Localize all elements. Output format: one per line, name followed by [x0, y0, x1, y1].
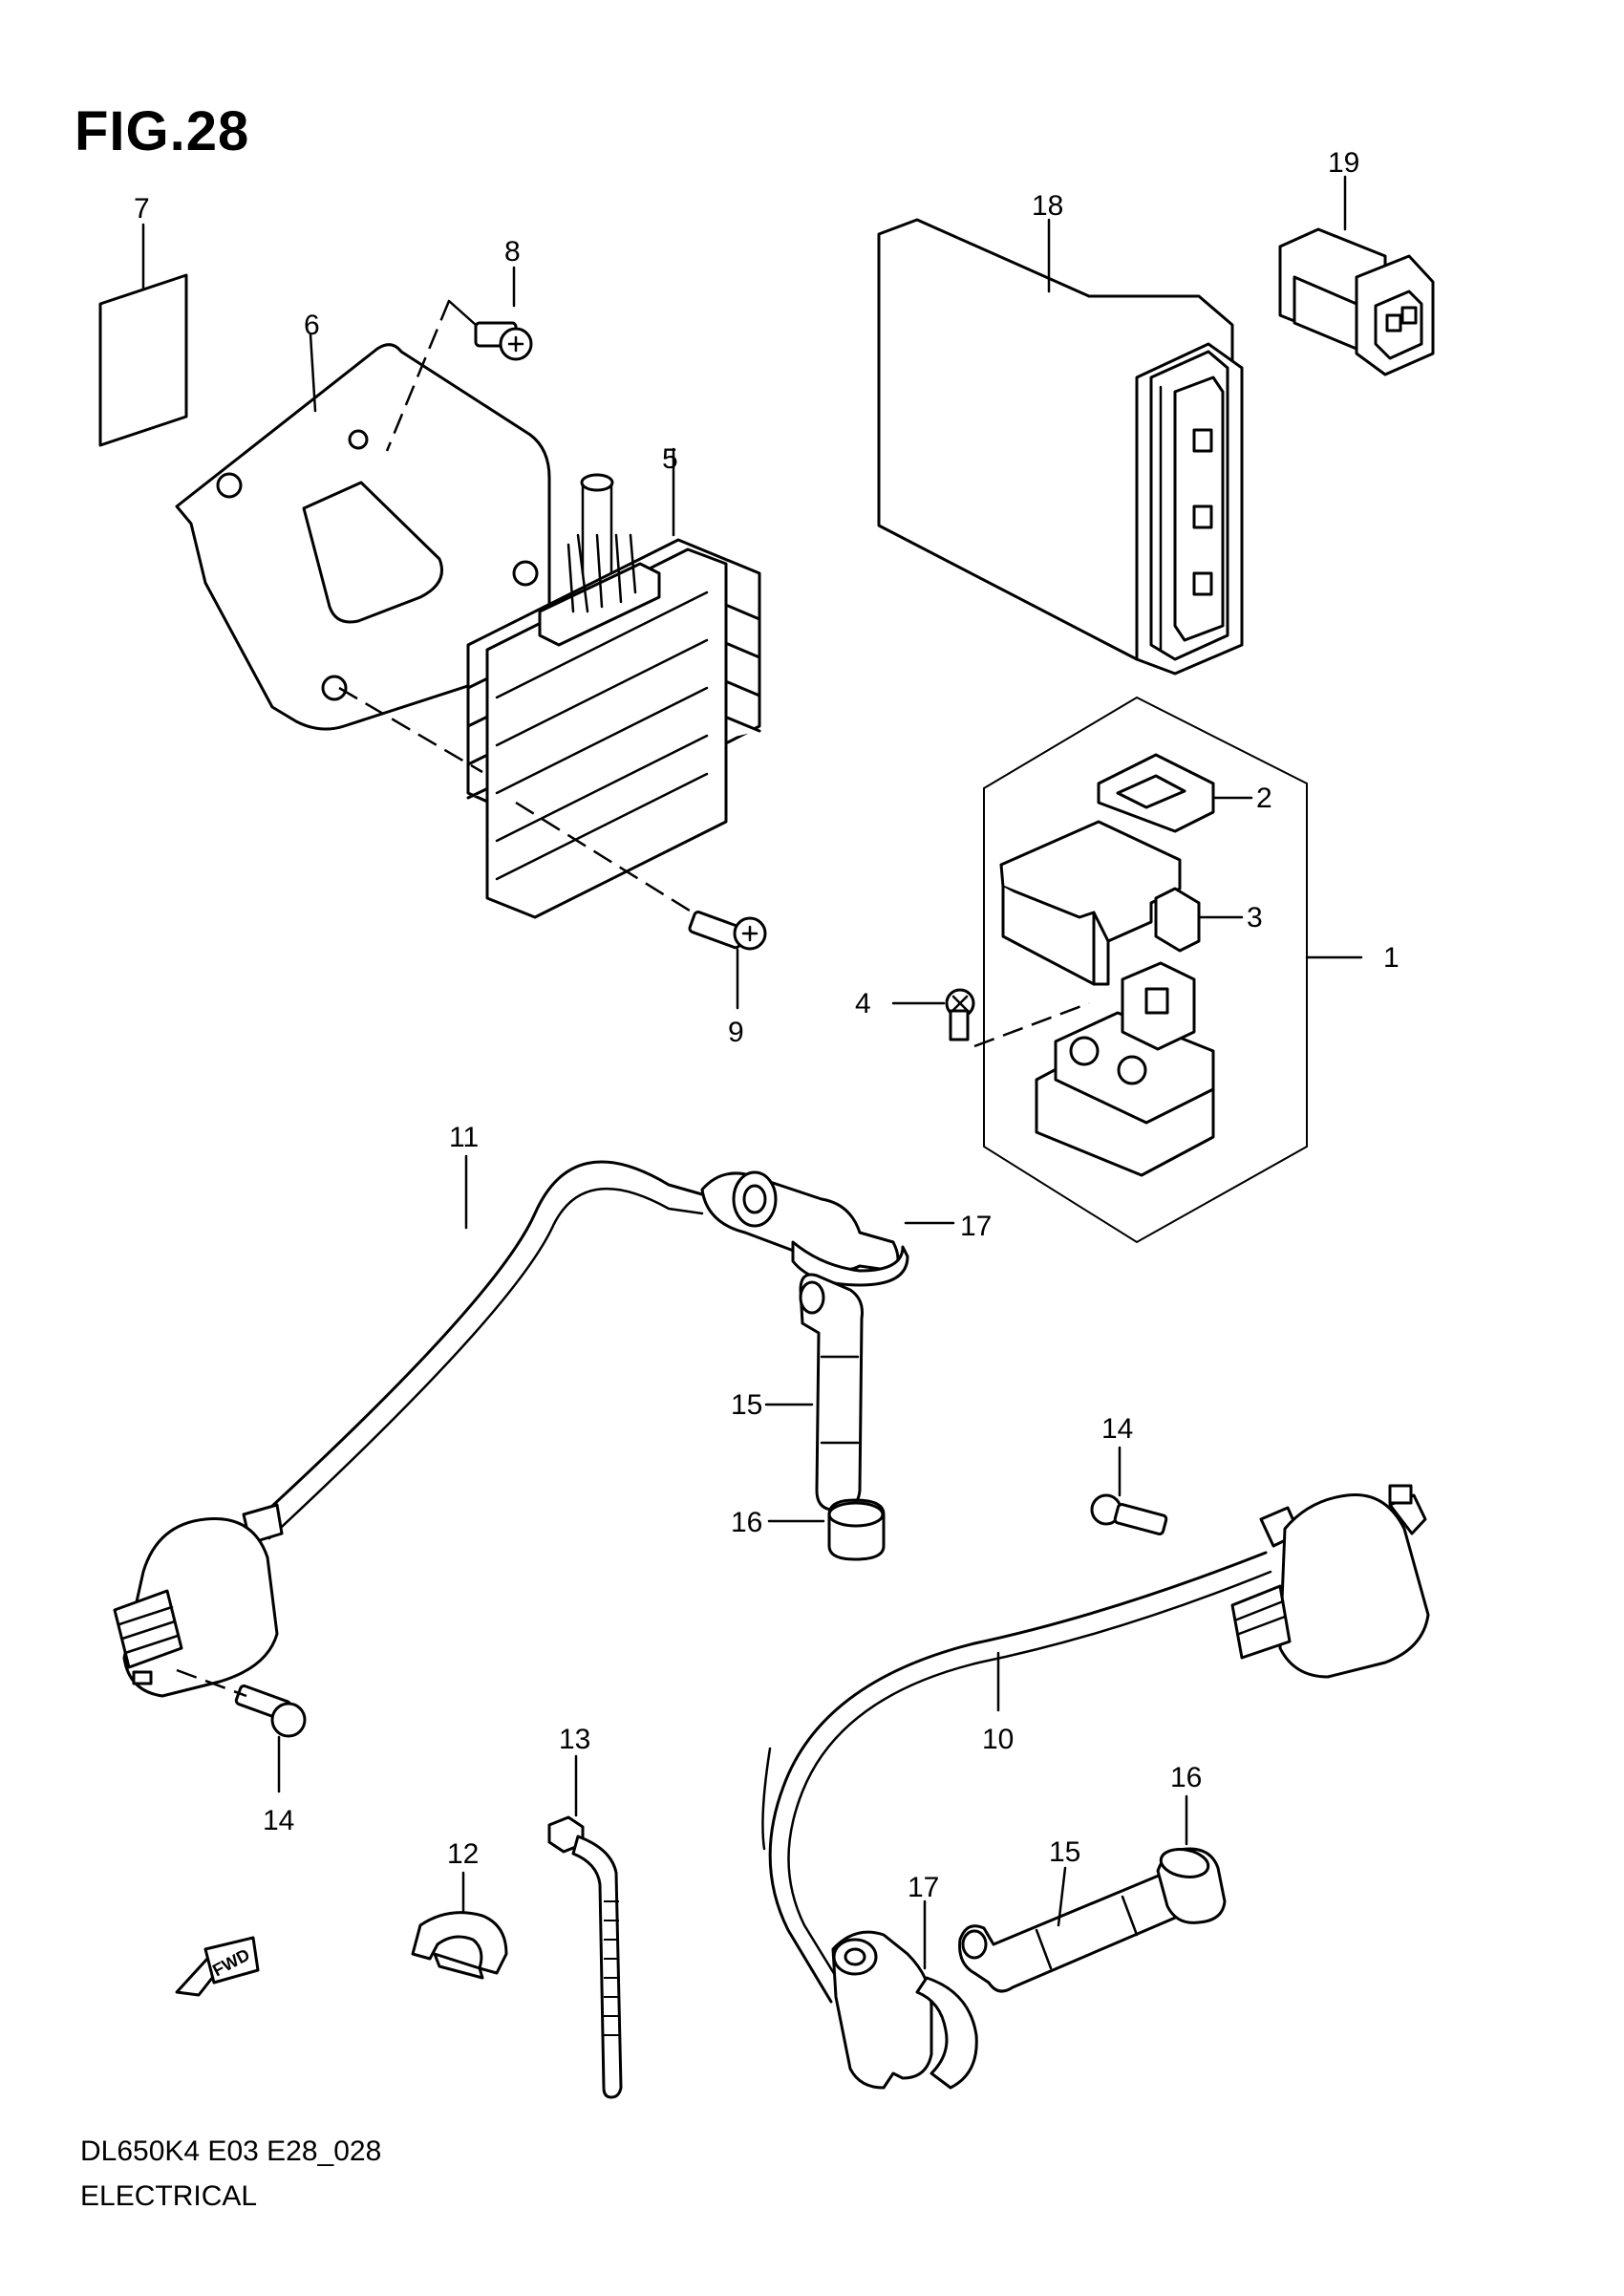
callout-14-right: 14: [1101, 1413, 1133, 1445]
callout-12: 12: [447, 1838, 479, 1870]
callout-labels: 1 2 3 4 5 6 7 8 9 10 11 12 13 14 14 15 1…: [134, 147, 1400, 1903]
callout-13: 13: [559, 1724, 590, 1755]
callout-18: 18: [1032, 190, 1063, 222]
callout-17-upper: 17: [960, 1211, 992, 1242]
part-17-plug-cap-upper: [700, 1170, 955, 1287]
callout-11: 11: [449, 1122, 479, 1153]
part-1-starter-relay: [973, 696, 1363, 1244]
callout-16-lower: 16: [1170, 1762, 1202, 1793]
part-9-bolt: [515, 801, 767, 1010]
part-12-clamp: [411, 1871, 508, 1980]
callout-8: 8: [504, 236, 521, 268]
callout-5: 5: [662, 443, 678, 475]
part-18-ecu: [877, 218, 1244, 676]
callout-14-left: 14: [263, 1805, 294, 1836]
part-14-bolt-right: [1090, 1446, 1168, 1535]
part-10-ignition-coil: [761, 1484, 1430, 2004]
callout-1: 1: [1383, 942, 1400, 974]
part-4-screw: [891, 988, 975, 1041]
part-5-regulator: [338, 447, 761, 919]
callout-7: 7: [134, 193, 150, 225]
callout-10: 10: [982, 1724, 1014, 1755]
figure-title: FIG.28: [75, 100, 250, 162]
callout-2: 2: [1256, 783, 1272, 814]
callout-16-upper: 16: [731, 1507, 762, 1538]
part-17-plug-cap-lower: [831, 1899, 978, 2090]
callout-3: 3: [1247, 902, 1263, 933]
part-16-cap-lower: [1156, 1794, 1227, 1924]
part-8-bolt: [385, 266, 533, 452]
fwd-arrow-icon: FWD: [175, 1936, 260, 1997]
part-7-label: [98, 223, 188, 447]
part-11-ignition-coil: [113, 1154, 704, 1698]
callout-19: 19: [1328, 147, 1359, 179]
part-16-cap-upper: [767, 1498, 886, 1561]
part-19-connector: [1278, 175, 1435, 376]
callout-4: 4: [855, 988, 871, 1019]
part-15-boot-upper: [764, 1273, 864, 1512]
callout-6: 6: [304, 310, 320, 341]
model-code: DL650K4 E03 E28_028: [80, 2135, 382, 2167]
part-13-cable-tie: [547, 1754, 623, 2099]
callout-17-lower: 17: [908, 1872, 939, 1903]
callout-15-upper: 15: [731, 1389, 762, 1421]
section-name: ELECTRICAL: [80, 2180, 258, 2212]
part-6-bracket: [175, 333, 551, 731]
callout-15-lower: 15: [1049, 1836, 1080, 1868]
callout-9: 9: [728, 1017, 744, 1048]
part-14-bolt-left: [176, 1668, 307, 1793]
